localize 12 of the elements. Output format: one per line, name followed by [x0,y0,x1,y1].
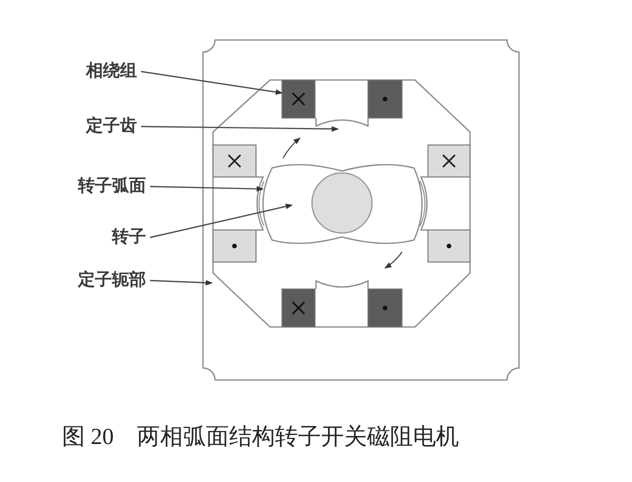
leader-line [150,186,264,192]
leader-line [141,126,339,132]
part-label: 转子 [112,229,146,246]
coil-symbol [282,80,316,118]
part-label: 转子弧面 [78,178,146,195]
part-label: 定子轭部 [78,272,146,289]
figure-caption: 图 20 两相弧面结构转子开关磁阻电机 [62,423,459,451]
part-label: 相绕组 [86,63,137,80]
leader-line [150,204,293,238]
part-label: 定子齿 [86,118,137,135]
leader-line [140,70,283,95]
leader-line [150,280,213,286]
